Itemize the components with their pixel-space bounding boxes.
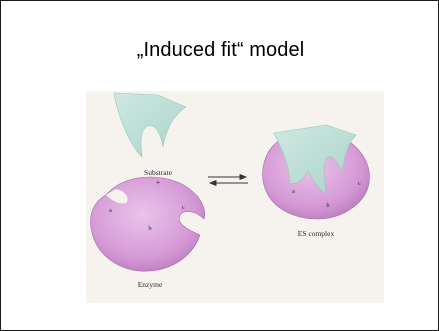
enzyme-site-c: c <box>182 204 185 211</box>
induced-fit-diagram: Substrate + a b c Enzyme a b c ES comple… <box>86 91 384 303</box>
equilibrium-arrows-icon <box>208 175 248 186</box>
substrate-label: Substrate <box>144 168 173 177</box>
enzyme-site-b: b <box>148 225 151 232</box>
complex-site-b: b <box>326 202 329 209</box>
enzyme-site-a: a <box>109 207 112 214</box>
plus-sign: + <box>156 178 161 187</box>
complex-label: ES complex <box>298 229 335 238</box>
slide-title: „Induced fit“ model <box>1 39 439 62</box>
enzyme-label: Enzyme <box>138 280 163 289</box>
complex-site-c: c <box>358 180 361 187</box>
complex-site-a: a <box>292 188 295 195</box>
substrate-shape <box>114 93 186 157</box>
induced-fit-figure: Substrate + a b c Enzyme a b c ES comple… <box>86 91 384 303</box>
